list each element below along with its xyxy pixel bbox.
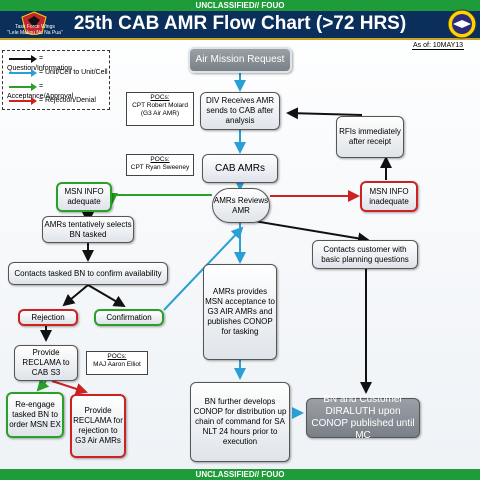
- page-title: 25th CAB AMR Flow Chart (>72 HRS): [73, 13, 407, 34]
- node-confirmation: Confirmation: [94, 309, 164, 326]
- legend-item-acceptance: = Acceptance/Approval: [7, 82, 109, 100]
- connector: [286, 107, 363, 120]
- legend-label: = Unit/Cell to Unit/Cell: [38, 69, 108, 76]
- connector: [247, 219, 370, 245]
- connector: [87, 284, 126, 308]
- node-amrs-selects-bn: AMRs tentatively selects BN tasked: [42, 216, 134, 243]
- poc-role: (G3 Air AMR): [140, 110, 180, 117]
- node-msn-info-adequate: MSN INFO adequate: [56, 182, 112, 212]
- node-provide-reclama-g3: Provide RECLAMA for rejection to G3 Air …: [70, 394, 126, 458]
- poc-box-3: POCs: MAJ Aaron Elliot: [86, 351, 148, 375]
- classification-banner-top: UNCLASSIFIED// FOUO: [0, 0, 480, 11]
- node-rfis: RFIs immediately after receipt: [336, 116, 404, 158]
- unit-name: Task Force Wings "Lele Makou No Na Pua": [0, 24, 70, 36]
- legend-item-question: = Question/Information: [7, 54, 109, 72]
- node-bn-customer: BN and Customer DIRALUTH upon CONOP publ…: [306, 394, 420, 441]
- classification-banner-bottom: UNCLASSIFIED// FOUO: [0, 469, 480, 480]
- poc-name: CPT Ryan Sweeney: [130, 164, 190, 171]
- unit-name-text: Task Force Wings: [15, 24, 55, 30]
- poc-label: POCs:: [107, 353, 127, 360]
- node-bn-develops: BN further develops CONOP for distributi…: [190, 382, 290, 462]
- legend: = Question/Information = Unit/Cell to Un…: [2, 50, 110, 110]
- node-contacts-bn: Contacts tasked BN to confirm availabili…: [8, 262, 168, 285]
- title-bar: Task Force Wings "Lele Makou No Na Pua": [0, 9, 480, 40]
- node-amrs-provides: AMRs provides MSN acceptance to G3 AIR A…: [203, 264, 277, 360]
- poc-label: POCs:: [150, 156, 170, 163]
- unit-motto: "Lele Makou No Na Pua": [7, 30, 63, 36]
- connector: [36, 378, 50, 392]
- task-force-wings-logo: [21, 11, 47, 35]
- poc-box-2: POCs: CPT Ryan Sweeney: [126, 154, 194, 176]
- poc-box-1: POCs: CPT Robert Molard (G3 Air AMR): [126, 92, 194, 126]
- connector: [62, 284, 89, 307]
- black-arrow-icon: [7, 54, 37, 64]
- green-arrow-icon: [7, 82, 37, 92]
- red-arrow-icon: [7, 96, 37, 106]
- node-rejection: Rejection: [18, 309, 78, 326]
- legend-item-unit: = Unit/Cell to Unit/Cell: [7, 68, 108, 78]
- legend-label: = Question/Information: [7, 55, 72, 72]
- node-msn-info-inadequate: MSN INFO inadequate: [360, 181, 418, 212]
- as-of-date: As of: 10MAY13: [412, 42, 465, 50]
- node-reengage: Re-engage tasked BN to order MSN EX: [6, 392, 64, 438]
- connector: [51, 380, 88, 395]
- aviation-brigade-emblem: [447, 9, 477, 39]
- poc-name: MAJ Aaron Elliot: [93, 361, 141, 368]
- legend-label: = Rejection/Denial: [38, 97, 96, 104]
- node-provide-reclama-s3: Provide RECLAMA to CAB S3: [14, 345, 78, 381]
- connector: [106, 193, 212, 205]
- node-div-receives: DIV Receives AMR sends to CAB after anal…: [200, 92, 280, 130]
- poc-name: CPT Robert Molard: [132, 102, 188, 109]
- node-cab-amrs: CAB AMRs: [202, 154, 278, 183]
- node-amrs-reviews: AMRs Reviews AMR: [212, 188, 270, 223]
- legend-label: = Acceptance/Approval: [7, 83, 74, 100]
- blue-arrow-icon: [7, 68, 37, 78]
- node-air-mission-request: Air Mission Request: [188, 47, 292, 73]
- legend-item-rejection: = Rejection/Denial: [7, 96, 96, 106]
- poc-label: POCs:: [150, 94, 170, 101]
- node-contacts-customer: Contacts customer with basic planning qu…: [312, 240, 418, 269]
